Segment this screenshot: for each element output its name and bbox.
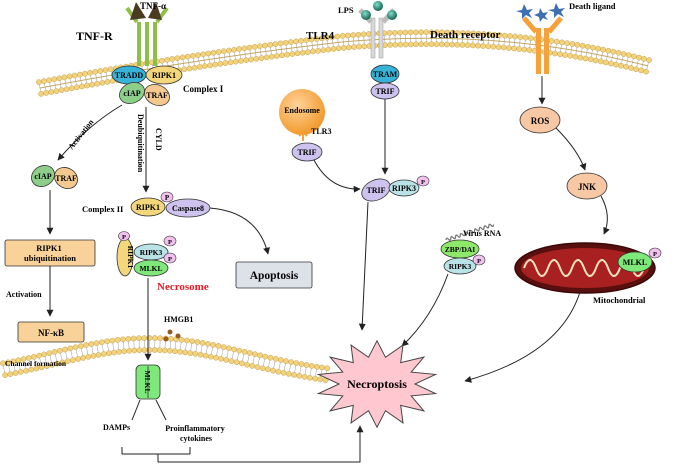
trif-node-combined (361, 178, 391, 202)
nfkb-label: NF-κB (38, 328, 64, 338)
necrosome: RIPK1 P RIPK3 P MLKL P (116, 231, 177, 277)
svg-text:TRIF: TRIF (375, 87, 394, 96)
svg-text:JNK: JNK (578, 182, 596, 192)
ripk1-label-complex-ii: RIPK1 (136, 203, 160, 212)
tlr4-label: TLR4 (306, 30, 335, 42)
endosome-label: Endosome (284, 106, 320, 115)
death-receptor-label: Death receptor (430, 29, 500, 41)
jnk-node (566, 172, 608, 200)
svg-text:TRIF: TRIF (297, 148, 316, 157)
svg-text:MLKL: MLKL (140, 264, 163, 273)
svg-text:P: P (421, 179, 425, 186)
activation-arrow (57, 104, 123, 161)
mlkl-channel-label: MLKL (143, 371, 152, 394)
lps-molecule-icon (361, 10, 371, 20)
svg-text:RIPK3: RIPK3 (449, 262, 472, 271)
ripk1-label-complex-i: RIPK1 (152, 71, 176, 80)
traf-node-complex-i (144, 84, 170, 106)
traf-label-left: TRAF (55, 174, 77, 183)
svg-text:TRAM: TRAM (373, 70, 398, 79)
necroptosis-label: Necroptosis (347, 377, 407, 391)
svg-text:P: P (165, 194, 170, 202)
mitochondrion-icon (514, 242, 656, 294)
trif-node-endosome (291, 142, 323, 162)
necroptosis-burst (316, 339, 438, 429)
tlr3-receptor-icon (298, 130, 308, 141)
hmgb1-label: HMGB1 (164, 315, 193, 324)
virus-rna-icon (445, 223, 495, 241)
svg-text:RIPK3: RIPK3 (392, 184, 416, 193)
svg-text:MLKL: MLKL (623, 258, 647, 267)
apoptosis-box (235, 261, 313, 289)
hmgb1-particles-icon (163, 329, 181, 342)
svg-text:RIPK3: RIPK3 (140, 248, 163, 257)
mitochondrial-label: Mitochondrial (593, 295, 646, 305)
svg-text:P: P (168, 256, 172, 263)
tradd-label: TRADD (115, 71, 144, 80)
tnfa-ligand-icon (130, 2, 146, 20)
svg-text:ZBP/DAI: ZBP/DAI (445, 245, 476, 254)
tlr3-label: TLR3 (311, 127, 331, 136)
nfkb-box (17, 321, 85, 343)
svg-text:P: P (477, 258, 481, 265)
cytokines-label: Proinflammatory cytokines (165, 424, 226, 443)
tnfa-label: TNF-α (140, 1, 166, 11)
svg-text:P: P (168, 239, 172, 246)
svg-text:P: P (122, 234, 126, 241)
deubiquitination-label: Deubiquitination (136, 114, 145, 173)
death-ligand-label: Death ligand (569, 1, 616, 11)
death-receptor (516, 3, 565, 74)
complex-ii-label: Complex II (82, 204, 124, 214)
endosome-icon (279, 89, 325, 135)
ripk1-ubiquitination-label: RIPK1 ubiquitination (24, 243, 76, 263)
mlkl-node-mito (617, 251, 653, 273)
cyld-label: CYLD (154, 128, 163, 151)
ros-node (519, 106, 561, 134)
activation-label: Activation (66, 117, 95, 151)
complex-i-label: Complex I (183, 84, 224, 94)
ciap-label-complex-i: cIAP (123, 89, 140, 98)
caspase8-label: Caspase8 (172, 204, 204, 213)
svg-text:ROS: ROS (531, 116, 550, 126)
ripk3-node-virus (443, 257, 477, 275)
death-ligand-icon (516, 3, 565, 22)
svg-text:RIPK1: RIPK1 (126, 246, 135, 269)
svg-text:TRIF: TRIF (366, 186, 385, 195)
ripk3-node-tlr (388, 179, 420, 197)
merge-lines (121, 425, 364, 463)
traf-label-complex-i: TRAF (146, 91, 168, 100)
phospho-badge (160, 191, 174, 203)
damps-label: DAMPs (103, 423, 130, 432)
cell-membrane-lower (0, 335, 331, 384)
ripk1-node-complex-i (145, 65, 183, 85)
lps-label: LPS (338, 5, 354, 15)
ripk1-node-complex-ii (130, 197, 166, 217)
tlr4-receptor (358, 1, 397, 59)
necrosome-label: Necrosome (157, 281, 209, 293)
apoptosis-label: Apoptosis (250, 270, 299, 282)
svg-text:P: P (653, 251, 657, 258)
traf-node-left (54, 167, 78, 189)
tnfr-receptor (125, 2, 169, 66)
channel-formation-label: Channel formation (5, 359, 67, 368)
activation2-label: Activation (6, 290, 42, 299)
tnfr-label: TNF-R (76, 29, 113, 43)
ciap-node-left (31, 165, 55, 187)
ciap-node-complex-i (119, 82, 145, 104)
ciap-label-left: cIAP (34, 172, 51, 181)
complex-i: TRADD RIPK1 cIAP TRAF (111, 65, 183, 106)
necrosome-mlkl-node (133, 259, 169, 277)
virus-rna-label: Virus RNA (463, 229, 501, 238)
